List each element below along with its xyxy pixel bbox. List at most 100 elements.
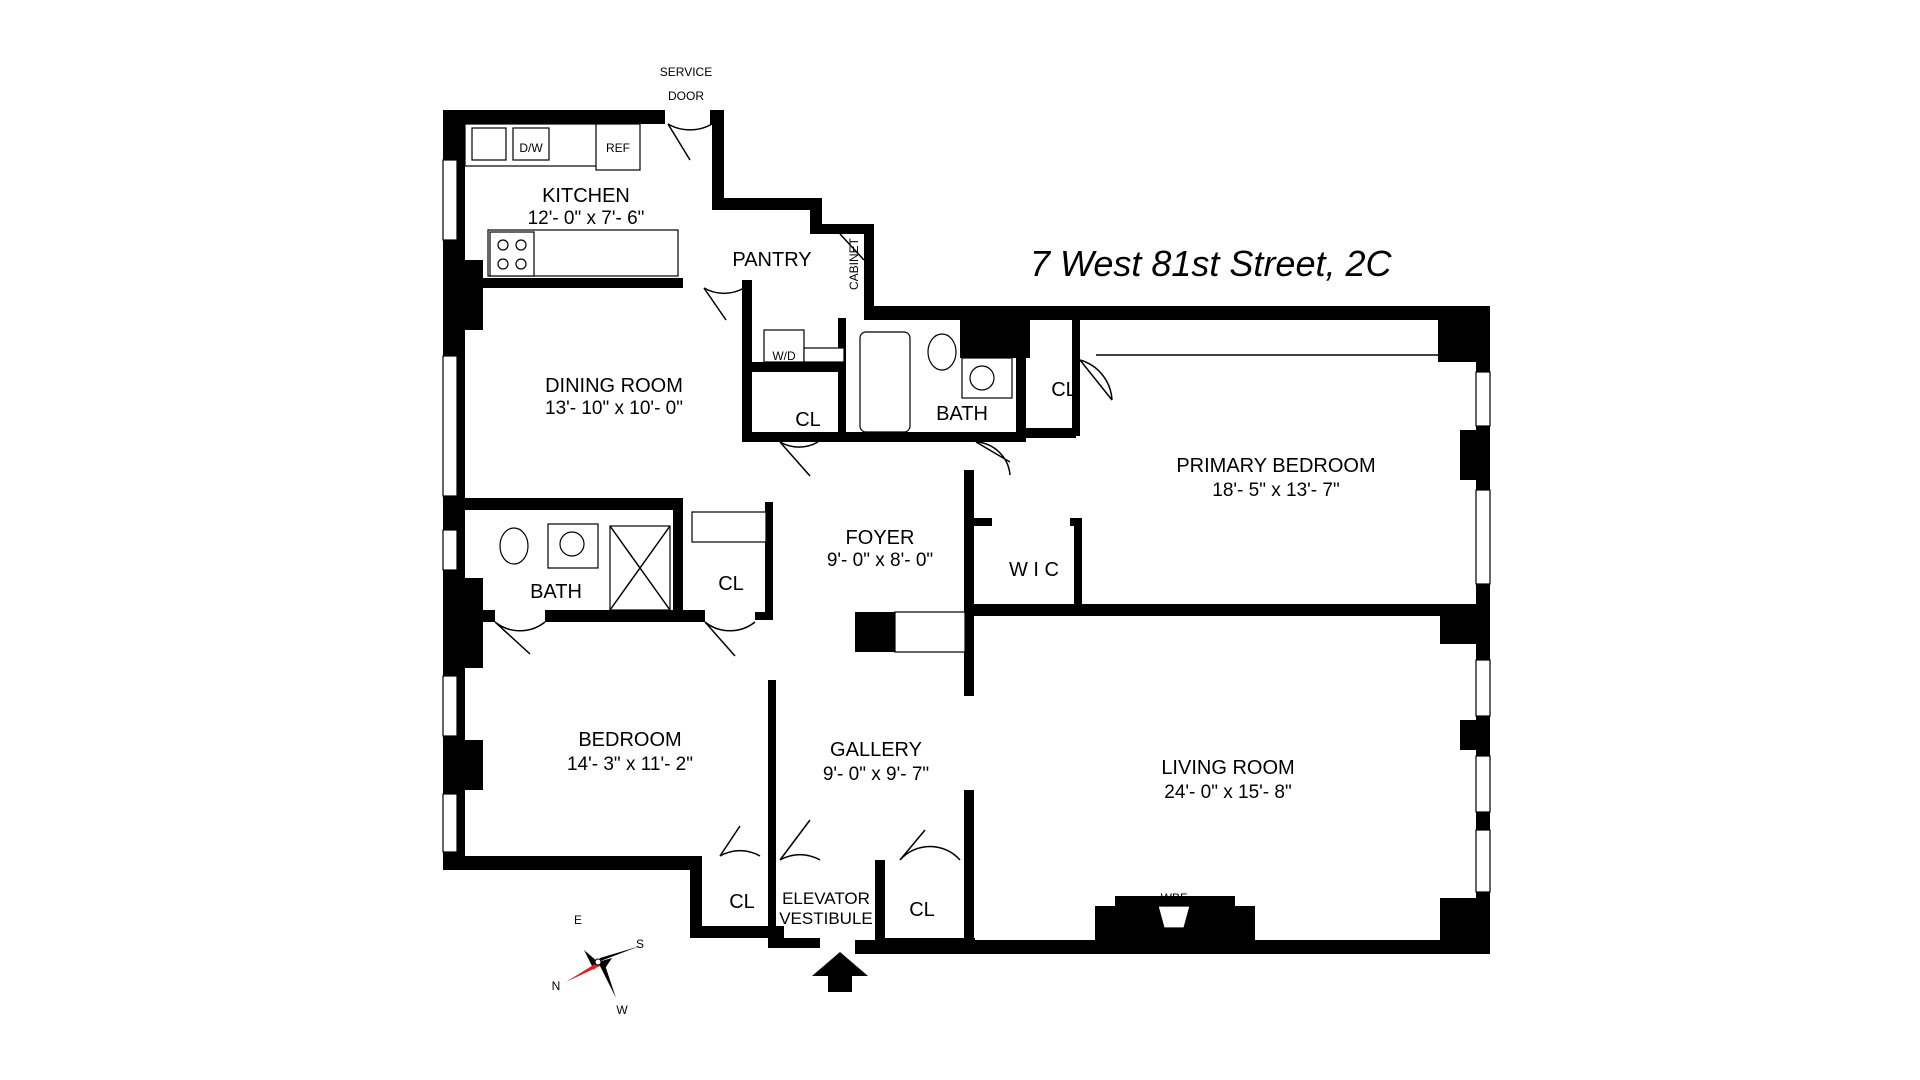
- windows: [442, 159, 1491, 893]
- cl-living-south: [875, 938, 975, 948]
- pier-east-4: [1440, 898, 1490, 954]
- kitchen-name: KITCHEN: [542, 185, 630, 207]
- compass-rose: E S N W: [552, 913, 644, 1017]
- bath-east-wall: [1016, 318, 1026, 442]
- window-bath: [442, 529, 458, 571]
- cabinet-east-wall: [864, 224, 874, 310]
- pantry-cl-label: CL: [795, 409, 821, 431]
- cabinet-door-swing: [839, 233, 865, 261]
- window-dining: [442, 355, 458, 497]
- compass-e: E: [574, 913, 582, 927]
- elevator-label-2: VESTIBULE: [779, 909, 873, 928]
- dining-name: DINING ROOM: [545, 375, 683, 397]
- primary-living-wall: [964, 604, 1476, 616]
- window-kitchen: [442, 159, 458, 241]
- hall-bath-label: BATH: [936, 403, 988, 425]
- east-wing-north-wall: [864, 306, 1490, 320]
- dining-door-swing: [703, 287, 745, 321]
- service-label-1: SERVICE: [660, 65, 712, 79]
- window-living-3: [1475, 829, 1491, 893]
- foyer-cl-label: CL: [718, 573, 744, 595]
- window-primary-1: [1475, 371, 1491, 427]
- bedroom-dim: 14'- 3" x 11'- 2": [567, 754, 693, 775]
- compass-n: N: [552, 979, 561, 993]
- compass-s: S: [636, 937, 644, 951]
- toilet-icon: [499, 527, 529, 565]
- pantry-south-wall: [742, 362, 844, 372]
- foyer-east-wall: [964, 470, 974, 610]
- living-west-wall-b: [964, 790, 974, 950]
- cl-west-wall: [690, 856, 702, 938]
- pantry-west-wall: [742, 280, 752, 440]
- compass-arm-e: [598, 958, 612, 970]
- wic-north-a: [974, 518, 992, 526]
- living-west-wall-a: [964, 604, 974, 696]
- compass-w: W: [616, 1003, 628, 1017]
- foyer-west-wall: [765, 502, 773, 618]
- cl-living-door-swing: [899, 829, 961, 861]
- elevator-label-1: ELEVATOR: [782, 889, 870, 908]
- wd-label: W/D: [772, 349, 796, 363]
- bathtub-icon: [859, 331, 911, 433]
- primary-cl-label: CL: [1051, 379, 1077, 401]
- kitchen-dining-wall: [465, 278, 683, 288]
- fixtures: [464, 123, 1440, 992]
- dining-dim: 13'- 10" x 10'- 0": [545, 398, 683, 419]
- fireplace-opening: [1157, 905, 1191, 929]
- bath-column: [960, 318, 1030, 358]
- vestibule-east-wall: [875, 860, 885, 946]
- shower-drain-lines: [609, 525, 671, 611]
- burner-icon: [497, 258, 509, 270]
- doors: [494, 123, 1113, 861]
- gallery-name: GALLERY: [830, 739, 922, 761]
- window-bedroom-2: [442, 793, 458, 853]
- fireplace-top: [1115, 896, 1235, 908]
- pier-west-3: [443, 740, 483, 790]
- foyer-name: FOYER: [846, 527, 915, 549]
- washer-dryer-icon: [763, 329, 805, 363]
- cl-door-swing: [779, 441, 819, 477]
- cabinet-label: CABINET: [847, 237, 861, 290]
- wic-label: W I C: [1009, 559, 1059, 581]
- pier-west-1: [443, 260, 483, 330]
- primary-door-swing: [975, 441, 1011, 476]
- window-bedroom-1: [442, 675, 458, 737]
- kitchen-dim: 12'- 0" x 7'- 6": [528, 208, 645, 229]
- cl-primary-south: [1026, 428, 1076, 438]
- pantry-step-wall: [810, 198, 822, 228]
- pier-east-3: [1460, 720, 1490, 750]
- bath-south-wall: [838, 432, 1018, 442]
- burner-icon: [497, 239, 509, 251]
- primary-dim: 18'- 5" x 13'- 7": [1212, 480, 1339, 501]
- service-label-2: DOOR: [668, 89, 704, 103]
- entrance-arrow-icon: [812, 952, 868, 992]
- kitchen-sink-icon: [471, 127, 507, 161]
- bedroom-door-swing: [719, 825, 761, 857]
- window-primary-2: [1475, 489, 1491, 585]
- living-south-wall: [855, 940, 1490, 954]
- compass-arm-s: [598, 946, 640, 962]
- cl-primary-wall: [1072, 318, 1080, 436]
- refrigerator-icon: [595, 123, 641, 171]
- cl-foyer-door-swing: [704, 621, 756, 657]
- stove-icon: [489, 231, 535, 277]
- gallery-west-wall: [768, 680, 776, 948]
- cl-south-wall: [690, 926, 784, 938]
- vestibule-sw-wall: [768, 938, 820, 948]
- window-living-1: [1475, 659, 1491, 717]
- primary-name: PRIMARY BEDROOM: [1176, 455, 1375, 477]
- bedroom-cl-label: CL: [729, 891, 755, 913]
- sink-icon: [969, 365, 995, 391]
- bedroom-name: BEDROOM: [578, 729, 681, 751]
- ref-label: REF: [606, 141, 630, 155]
- pantry-label: PANTRY: [732, 249, 811, 271]
- linen-shelf: [691, 511, 767, 543]
- pier-east-1: [1440, 604, 1490, 644]
- plan-title: 7 West 81st Street, 2C: [1030, 243, 1392, 284]
- foyer-dim: 9'- 0" x 8'- 0": [827, 550, 933, 571]
- vestibule-door-swing: [779, 819, 821, 861]
- living-name: LIVING ROOM: [1161, 757, 1294, 779]
- labels: 7 West 81st Street, 2C SERVICE DOOR KITC…: [519, 65, 1392, 928]
- pier-east-2: [1460, 430, 1490, 480]
